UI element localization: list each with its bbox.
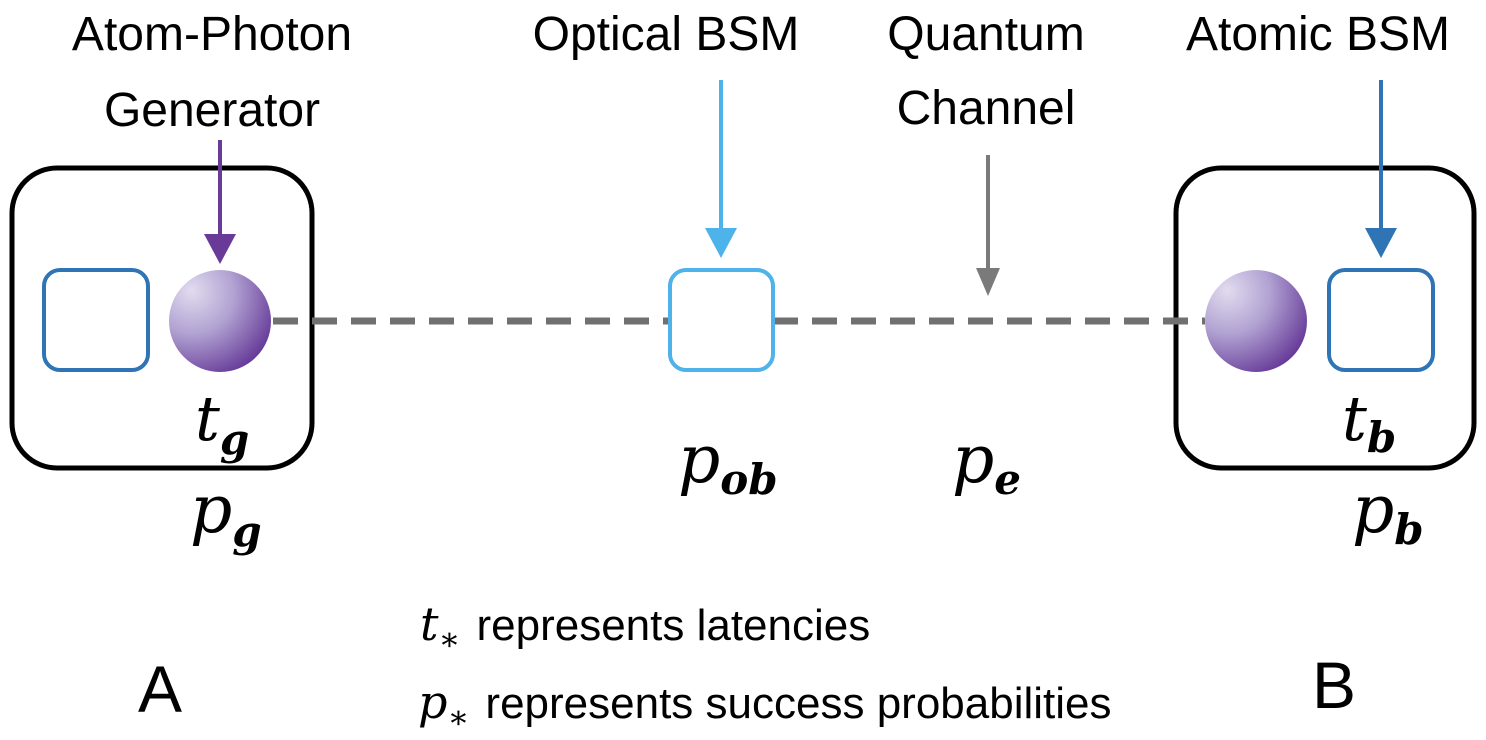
optical-bsm-arrow <box>705 80 737 258</box>
quantum-channel-label-line1: Quantum <box>887 8 1084 61</box>
quantum-channel-label-line2: Channel <box>897 82 1076 135</box>
node-b-atom <box>1205 270 1307 372</box>
node-a-memory-box <box>42 268 150 372</box>
atomic-bsm-label: Atomic BSM <box>1186 8 1450 61</box>
optical-bsm-box <box>668 268 775 372</box>
symbol-t-g: tg <box>195 382 249 464</box>
symbol-t-b: tb <box>1342 382 1396 462</box>
generator-arrow <box>204 140 236 264</box>
node-b-memory-box <box>1327 268 1435 372</box>
symbol-p-b: pb <box>1352 471 1424 554</box>
optical-bsm-label: Optical BSM <box>533 8 800 61</box>
atom-photon-label-line2: Generator <box>104 84 320 137</box>
channel-arrow <box>976 155 1000 296</box>
legend-latency: t∗ represents latencies <box>420 597 870 658</box>
atom-photon-label-line1: Atom-Photon <box>72 8 352 61</box>
node-a-label: A <box>138 652 182 726</box>
atomic-bsm-arrow <box>1365 80 1397 258</box>
node-a-atom <box>169 270 271 372</box>
symbol-p-e: pe <box>952 421 1021 504</box>
symbol-p-ob: pob <box>678 421 778 504</box>
node-b-label: B <box>1312 648 1356 722</box>
legend-probability: p∗ represents success probabilities <box>418 675 1112 736</box>
symbol-p-g: pg <box>190 471 262 556</box>
